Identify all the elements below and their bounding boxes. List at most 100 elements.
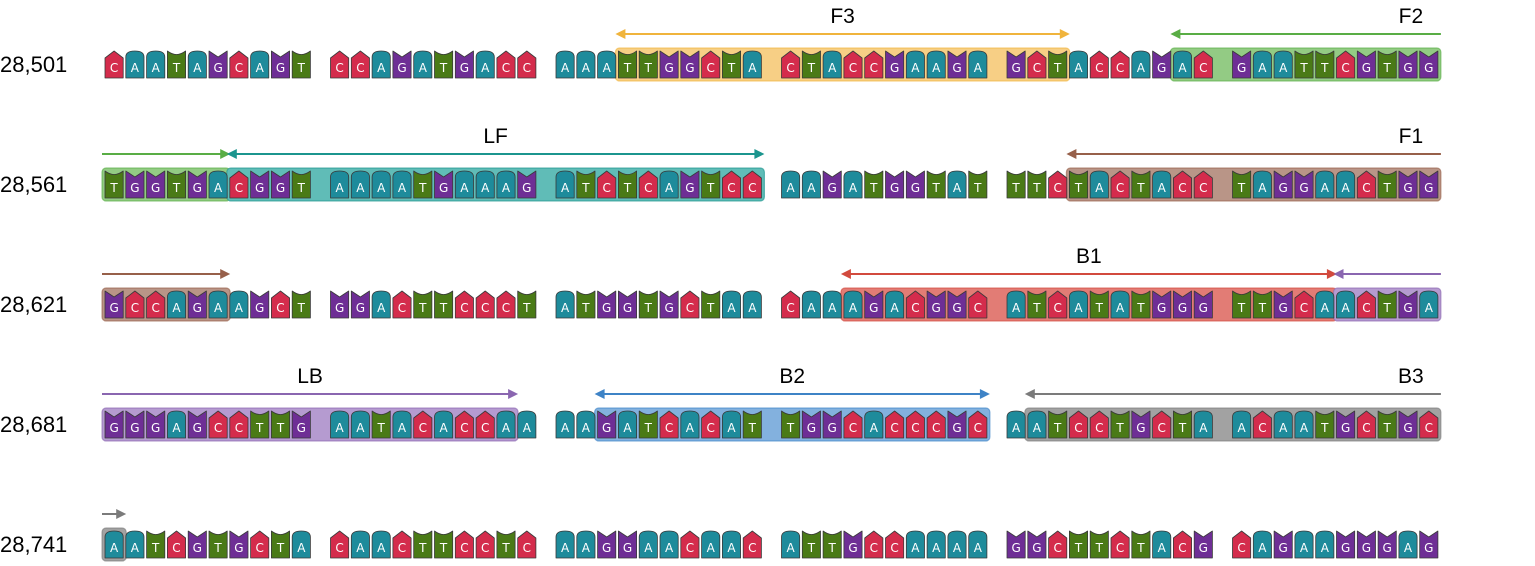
svg-text:A: A	[481, 61, 490, 75]
base-g: G	[885, 170, 905, 199]
svg-text:A: A	[932, 541, 941, 555]
base-a: A	[722, 290, 741, 319]
base-a: A	[801, 290, 821, 319]
svg-text:A: A	[786, 541, 795, 555]
svg-text:A: A	[110, 541, 119, 555]
base-g: G	[434, 170, 454, 199]
base-a: A	[1252, 530, 1272, 559]
base-a: A	[434, 410, 454, 439]
svg-text:G: G	[460, 61, 469, 75]
svg-text:A: A	[561, 61, 570, 75]
svg-text:A: A	[1012, 421, 1021, 435]
svg-text:A: A	[582, 541, 591, 555]
svg-text:A: A	[561, 181, 570, 195]
base-a: A	[1131, 50, 1151, 79]
svg-text:A: A	[561, 421, 570, 435]
svg-text:T: T	[1320, 61, 1329, 75]
base-a: A	[208, 290, 228, 319]
svg-text:C: C	[644, 181, 652, 195]
base-c: C	[1048, 530, 1068, 559]
base-g: G	[1336, 530, 1356, 559]
base-a: A	[742, 290, 762, 319]
base-t: T	[822, 530, 842, 559]
svg-text:T: T	[706, 301, 715, 315]
base-t: T	[968, 170, 988, 199]
primer-arrow-cont-11	[102, 509, 127, 519]
svg-text:C: C	[235, 61, 243, 75]
base-g: G	[947, 50, 967, 79]
svg-text:T: T	[1095, 541, 1104, 555]
base-g: G	[822, 410, 842, 439]
svg-text:T: T	[439, 301, 448, 315]
svg-text:T: T	[418, 181, 427, 195]
base-g: G	[1273, 530, 1293, 559]
base-g: G	[125, 410, 145, 439]
base-a: A	[618, 410, 637, 439]
base-a: A	[659, 170, 679, 199]
base-c: C	[454, 410, 474, 439]
svg-text:A: A	[727, 301, 736, 315]
base-c: C	[742, 170, 762, 199]
base-c: C	[496, 50, 516, 79]
svg-text:G: G	[1403, 421, 1412, 435]
base-t: T	[1069, 530, 1088, 559]
svg-text:A: A	[419, 61, 428, 75]
base-c: C	[1089, 410, 1109, 439]
svg-text:A: A	[582, 421, 591, 435]
base-a: A	[1006, 290, 1026, 319]
svg-text:T: T	[807, 541, 816, 555]
base-a: A	[104, 530, 124, 559]
base-g: G	[864, 290, 884, 319]
svg-text:C: C	[152, 301, 160, 315]
svg-text:C: C	[1237, 541, 1245, 555]
base-g: G	[146, 410, 166, 439]
base-t: T	[638, 50, 658, 79]
base-t: T	[701, 290, 721, 319]
base-g: G	[350, 290, 370, 319]
svg-text:A: A	[377, 301, 386, 315]
svg-text:A: A	[727, 541, 736, 555]
base-c: C	[905, 410, 925, 439]
svg-text:C: C	[235, 421, 243, 435]
svg-text:G: G	[1032, 541, 1041, 555]
svg-text:T: T	[644, 301, 653, 315]
base-g: G	[1131, 410, 1151, 439]
base-t: T	[434, 530, 454, 559]
svg-text:T: T	[1136, 541, 1145, 555]
svg-text:A: A	[1199, 421, 1208, 435]
svg-text:T: T	[828, 541, 837, 555]
base-a: A	[555, 50, 575, 79]
svg-text:T: T	[109, 181, 118, 195]
svg-text:A: A	[1178, 61, 1187, 75]
svg-text:C: C	[1178, 181, 1186, 195]
base-t: T	[576, 170, 596, 199]
svg-text:G: G	[1011, 61, 1020, 75]
base-c: C	[864, 530, 884, 559]
svg-text:C: C	[1074, 421, 1082, 435]
base-t: T	[291, 50, 311, 79]
svg-text:A: A	[502, 421, 511, 435]
base-c: C	[1173, 170, 1192, 199]
svg-text:T: T	[297, 181, 306, 195]
base-a: A	[517, 410, 537, 439]
svg-text:A: A	[707, 541, 716, 555]
base-c: C	[701, 410, 721, 439]
svg-text:T: T	[748, 421, 757, 435]
base-a: A	[781, 530, 801, 559]
svg-text:T: T	[1136, 301, 1145, 315]
svg-text:A: A	[335, 421, 344, 435]
svg-text:A: A	[481, 181, 490, 195]
svg-text:G: G	[1199, 301, 1208, 315]
svg-text:A: A	[1321, 301, 1330, 315]
svg-text:C: C	[1362, 181, 1370, 195]
base-a: A	[722, 410, 741, 439]
base-a: A	[1294, 530, 1314, 559]
svg-text:G: G	[356, 301, 365, 315]
base-c: C	[350, 50, 370, 79]
base-a: A	[350, 170, 370, 199]
base-c: C	[905, 290, 925, 319]
base-c: C	[517, 530, 537, 559]
base-t: T	[1048, 50, 1068, 79]
